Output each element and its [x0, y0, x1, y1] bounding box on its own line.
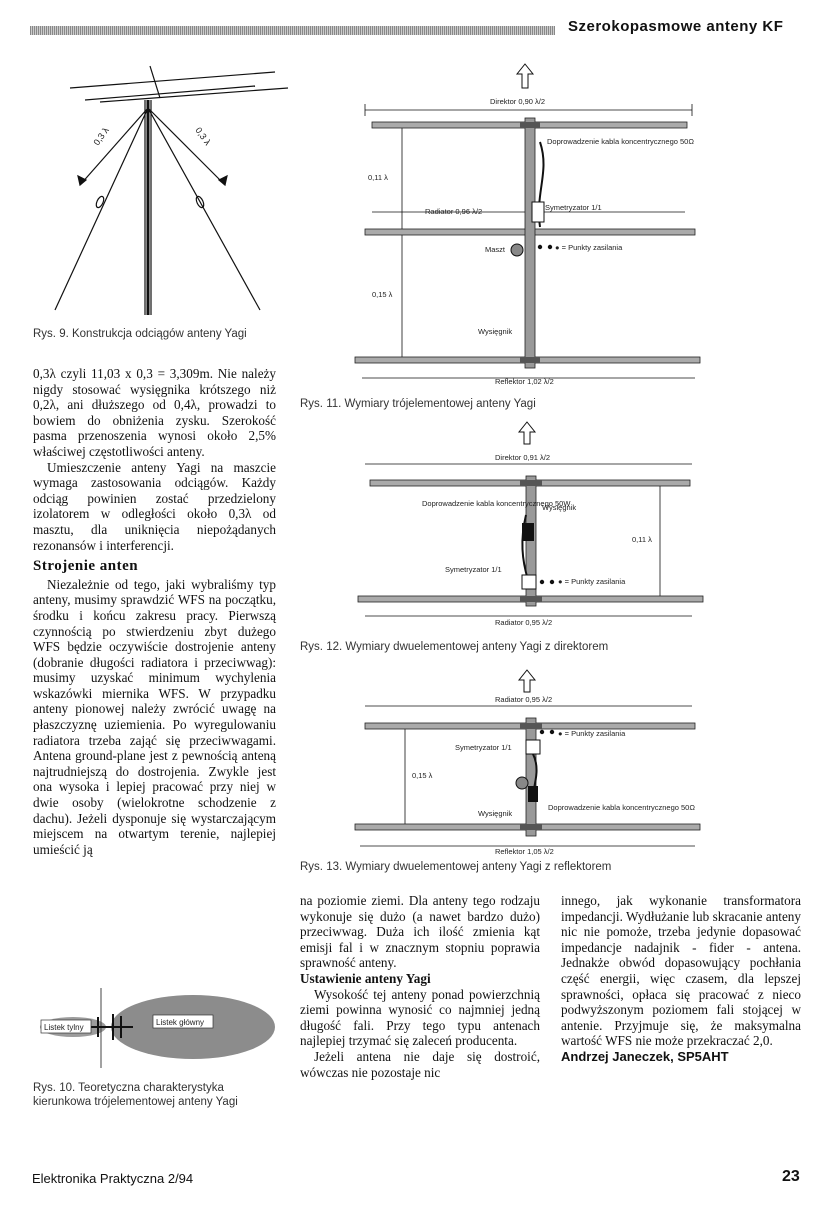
figure-12-caption: Rys. 12. Wymiary dwuelementowej anteny Y… [300, 641, 609, 653]
fig9-label-left: 0,3 λ [91, 125, 111, 147]
fig11-director-label: Direktor 0,90 λ/2 [490, 97, 545, 106]
column-2: na poziomie ziemi. Dla anteny tego rodza… [300, 893, 540, 1080]
col1-paragraph-1: 0,3λ czyli 11,03 x 0,3 = 3,309m. Nie nal… [33, 366, 276, 459]
header-decorative-band [30, 26, 555, 35]
fig11-balun-label: Symetryzator 1/1 [545, 203, 602, 212]
col2-paragraph-1: na poziomie ziemi. Dla anteny tego rodza… [300, 893, 540, 971]
article-author: Andrzej Janeczek, SP5AHT [561, 1048, 729, 1064]
fig11-feed-label: Doprowadzenie kabla koncentrycznego 50Ω [547, 137, 694, 146]
fig12-boom-label: Wysięgnik [542, 503, 576, 512]
fig11-reflector-label: Reflektor 1,02 λ/2 [495, 377, 554, 386]
figure-10-caption: Rys. 10. Teoretyczna charakterystyka kie… [33, 1082, 238, 1108]
col1-paragraph-3: Niezależnie od tego, jaki wybraliśmy typ… [33, 576, 276, 857]
page-number: 23 [782, 1168, 800, 1185]
fig11-spacing-1: 0,11 λ [368, 173, 388, 182]
fig10-main-lobe-label: Listek główny [156, 1018, 204, 1027]
fig11-feed-points: ● = Punkty zasilania [555, 243, 623, 252]
fig12-balun-label: Symetryzator 1/1 [445, 565, 502, 574]
figure-9-yagi-guy-wires: 0,3 λ 0,3 λ [54, 65, 289, 315]
col1-paragraph-2: Umieszczenie anteny Yagi na maszcie wyma… [33, 459, 276, 553]
fig11-boom-label: Wysięgnik [478, 327, 512, 336]
col2-paragraph-2: Wysokość tej anteny ponad powierzchnią z… [300, 986, 540, 1049]
figure-11-three-element-yagi: Direktor 0,90 λ/2 Doprowadzenie kabla ko… [354, 63, 701, 386]
fig12-feed-points: ● = Punkty zasilania [558, 577, 626, 586]
fig13-feed-label: Doprowadzenie kabla koncentrycznego 50Ω [548, 803, 695, 812]
fig13-feed-points: ● = Punkty zasilania [558, 729, 626, 738]
fig12-spacing-label: 0,11 λ [632, 535, 652, 544]
figure-12-two-element-yagi-director: Direktor 0,91 λ/2 Doprowadzenie kabla ko… [357, 421, 704, 627]
column-3: innego, jak wykonanie transformatora imp… [561, 893, 801, 1065]
running-header-title: Szerokopasmowe anteny KF [568, 18, 784, 35]
fig13-reflector-label: Reflektor 1,05 λ/2 [495, 847, 554, 856]
fig11-mast-label: Maszt [485, 245, 506, 254]
figure-13-caption: Rys. 13. Wymiary dwuelementowej anteny Y… [300, 861, 612, 873]
fig13-balun-label: Symetryzator 1/1 [455, 743, 512, 752]
fig12-feed-label: Doprowadzenie kabla koncentrycznego 50W [422, 499, 571, 508]
col2-paragraph-3: Jeżeli antena nie daje się dostroić, wów… [300, 1048, 540, 1080]
fig11-radiator-label: Radiator 0,96 λ/2 [425, 207, 482, 216]
section-heading-strojenie: Strojenie anten [33, 558, 139, 575]
fig11-spacing-2: 0,15 λ [372, 290, 393, 299]
fig13-boom-label: Wysięgnik [478, 809, 512, 818]
section-heading-ustawienie: Ustawienie anteny Yagi [300, 970, 431, 986]
footer-journal-name: Elektronika Praktyczna 2/94 [32, 1171, 194, 1186]
fig13-radiator-label: Radiator 0,95 λ/2 [495, 695, 552, 704]
fig13-spacing-label: 0,15 λ [412, 771, 433, 780]
column-1: 0,3λ czyli 11,03 x 0,3 = 3,309m. Nie nal… [33, 366, 276, 857]
figure-9-caption: Rys. 9. Konstrukcja odciągów anteny Yagi [33, 328, 247, 340]
fig12-radiator-label: Radiator 0,95 λ/2 [495, 618, 552, 627]
fig9-label-right: 0,3 λ [193, 125, 213, 147]
figure-11-caption: Rys. 11. Wymiary trójelementowej anteny … [300, 398, 536, 410]
figure-13-two-element-yagi-reflector: Radiator 0,95 λ/2 ● = Punkty zasilania S… [354, 669, 701, 856]
fig10-rear-lobe-label: Listek tylny [44, 1023, 84, 1032]
figure-10-radiation-pattern: Listek tylny Listek główny [40, 988, 275, 1068]
col3-paragraph-1: innego, jak wykonanie transformatora imp… [561, 893, 801, 1049]
fig12-director-label: Direktor 0,91 λ/2 [495, 453, 550, 462]
